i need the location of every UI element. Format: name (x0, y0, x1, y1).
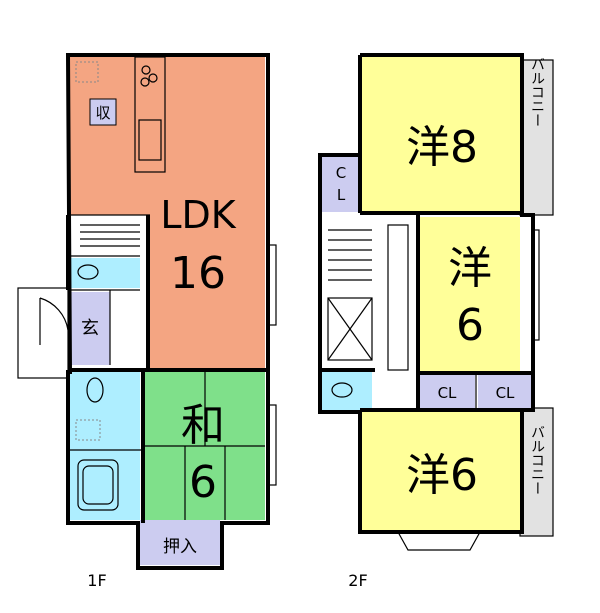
entrance (70, 292, 110, 365)
floor-1f-caption: 1F (87, 571, 106, 590)
ldk-size: 16 (170, 248, 226, 299)
oshiire-label: 押入 (163, 537, 197, 557)
washitsu-label: 和 (181, 400, 225, 451)
balcony-top-label: バルコニー (529, 57, 545, 127)
bathroom (70, 450, 140, 520)
toilet-2f (322, 372, 372, 412)
storage-box (89, 98, 117, 126)
balcony-bottom-label: バルコニー (529, 425, 545, 495)
western-room-6-mid (420, 217, 520, 372)
closet-mid-right-label: CL (496, 384, 515, 402)
floor-2f-caption: 2F (348, 571, 367, 590)
western-room-6-bottom (362, 412, 520, 530)
room-6-mid-label-top: 洋 (448, 243, 492, 294)
ldk-room (70, 57, 265, 370)
balcony-top (519, 59, 554, 216)
room-6-mid-label-bottom: 6 (456, 300, 484, 351)
closet-mid-right (478, 375, 533, 408)
western-room-8 (362, 55, 520, 213)
oshiire (140, 520, 220, 565)
storage-label: 収 (95, 104, 110, 122)
washroom (70, 372, 140, 450)
floor-1f: 収 LDK 16 玄 和 6 押入 1F (17, 53, 277, 590)
closet-mid-left-label: CL (438, 384, 457, 402)
closet-left-label-bottom: L (337, 186, 346, 204)
toilet-1f (70, 258, 140, 288)
ldk-label: LDK (160, 193, 236, 237)
closet-left-label-top: C (336, 164, 346, 182)
floor-2f: 洋8 C L 洋 6 CL CL 洋6 バルコニー バルコニー 2F (318, 53, 554, 590)
washitsu-size: 6 (189, 457, 217, 508)
room-6-bottom-label: 洋6 (406, 450, 478, 501)
room-8-label: 洋8 (406, 122, 478, 173)
balcony-bottom (519, 407, 554, 537)
entrance-label: 玄 (81, 318, 99, 339)
closet-left (322, 157, 362, 212)
closet-mid-left (420, 375, 475, 408)
